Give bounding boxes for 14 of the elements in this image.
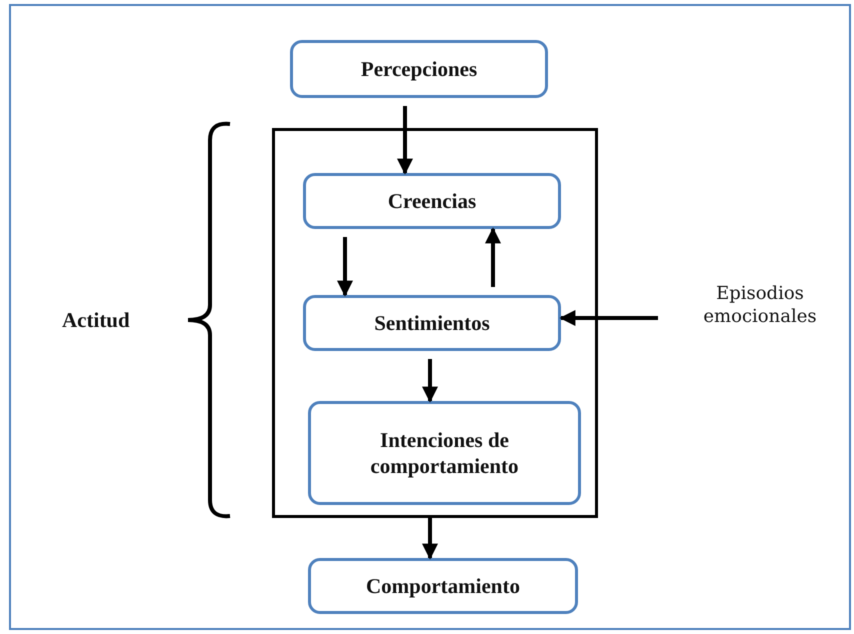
process-box: Percepciones — [290, 40, 548, 98]
arrow — [485, 227, 501, 287]
arrow — [337, 237, 353, 297]
attitude-frame — [272, 128, 598, 518]
process-box: Comportamiento — [308, 558, 578, 614]
process-box: Sentimientos — [303, 295, 561, 351]
process-box: Intenciones de comportamiento — [308, 401, 581, 505]
arrow — [559, 310, 658, 326]
attitude-label: Actitud — [62, 308, 130, 333]
arrow — [397, 106, 413, 175]
process-box: Creencias — [303, 173, 561, 229]
arrow — [422, 518, 438, 560]
arrow — [422, 359, 438, 403]
node-text: Episodios emocionales — [702, 282, 818, 328]
